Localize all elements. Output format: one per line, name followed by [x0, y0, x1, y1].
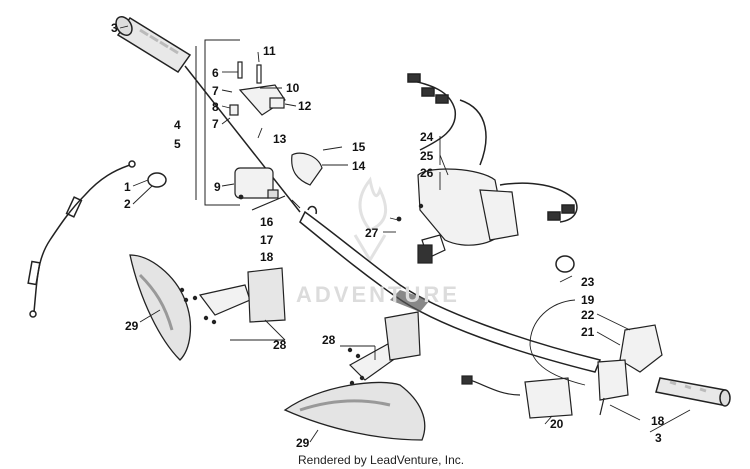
- callout-9: 9: [214, 180, 221, 194]
- credit-text: Rendered by LeadVenture, Inc.: [298, 453, 465, 467]
- callout-18-left: 18: [260, 250, 274, 264]
- callout-2: 2: [124, 197, 131, 211]
- hand-guard-left: [129, 254, 192, 361]
- switch-housing-right: [417, 168, 519, 264]
- callout-28-left: 28: [273, 338, 287, 352]
- clip-ring-left: [147, 172, 167, 188]
- callout-23: 23: [581, 275, 595, 289]
- callout-25: 25: [420, 149, 434, 163]
- callout-17: 17: [260, 233, 274, 247]
- callout-4: 4: [174, 118, 181, 132]
- callout-19: 19: [581, 293, 595, 307]
- callout-29-bottom: 29: [296, 436, 310, 450]
- leader-bracket-4-5: [195, 39, 240, 206]
- clip-ring-right: [555, 255, 575, 273]
- watermark-logo: [353, 176, 388, 263]
- callout-3-bottom: 3: [655, 431, 662, 445]
- callout-5: 5: [174, 137, 181, 151]
- bar-left-segment: [184, 65, 301, 213]
- callout-11: 11: [263, 44, 276, 58]
- callout-24: 24: [420, 130, 434, 144]
- callout-7-b: 7: [212, 117, 219, 131]
- callout-3-top: 3: [111, 21, 118, 35]
- callout-7-a: 7: [212, 84, 219, 98]
- callout-27: 27: [365, 226, 379, 240]
- fasteners: [179, 194, 424, 386]
- callout-12: 12: [298, 99, 312, 113]
- callout-16: 16: [260, 215, 274, 229]
- callout-18-right: 18: [651, 414, 665, 428]
- callout-20: 20: [550, 417, 564, 431]
- callout-8: 8: [212, 100, 219, 114]
- handlebar: [299, 205, 602, 373]
- callout-22: 22: [581, 308, 595, 322]
- callout-13: 13: [273, 132, 287, 146]
- callout-10: 10: [286, 81, 300, 95]
- hand-guard-bottom: [283, 381, 426, 441]
- callout-15: 15: [352, 140, 366, 154]
- leader-lines: [119, 25, 691, 443]
- right-grip: [655, 377, 731, 407]
- callout-6: 6: [212, 66, 219, 80]
- callout-29-left: 29: [125, 319, 139, 333]
- callout-14: 14: [352, 159, 366, 173]
- left-grip: [115, 15, 192, 74]
- switch-20: [461, 375, 573, 419]
- throttle-lever-assembly: [229, 61, 323, 211]
- mount-bracket-left: [198, 267, 286, 323]
- watermark-text: ADVENTURE: [296, 282, 460, 307]
- callout-26: 26: [420, 166, 434, 180]
- callout-21: 21: [581, 325, 595, 339]
- callout-28-center: 28: [322, 333, 336, 347]
- switch-assembly-right: [597, 324, 663, 416]
- callout-1: 1: [124, 180, 131, 194]
- wiring-harness: [407, 73, 578, 223]
- throttle-cable: [27, 160, 136, 318]
